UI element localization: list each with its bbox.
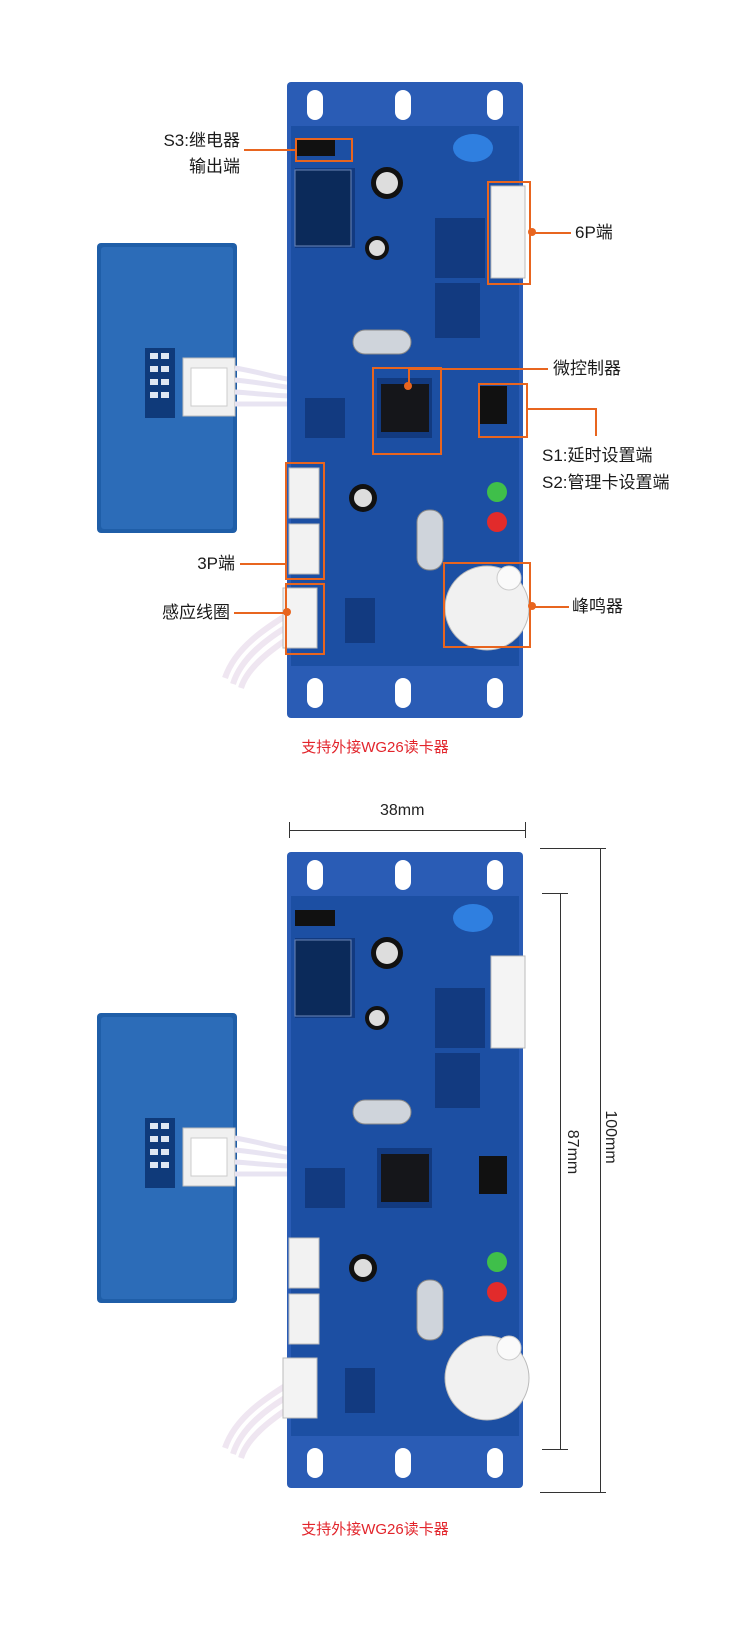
callout-3p-line (240, 563, 286, 565)
dim-width-line (289, 830, 525, 831)
callout-coil-dot (283, 608, 291, 616)
callout-s1s2-vline (595, 408, 597, 436)
bottom-figure: 38mm (0, 790, 750, 1570)
coil-highlight-box (285, 583, 325, 655)
3p-highlight-box (285, 462, 325, 580)
callout-mcu-line (408, 368, 548, 370)
6p-highlight-box (487, 181, 531, 285)
dim-inner-line (560, 893, 561, 1449)
dim-total-line (600, 848, 601, 1492)
callout-s1s2-line (528, 408, 596, 410)
callout-s1: S1:延时设置端 (542, 446, 653, 465)
s3-highlight-box (295, 138, 353, 162)
callout-6p-line (531, 232, 571, 234)
dim-total-tick-bottom (540, 1492, 606, 1493)
dim-total-label: 100mm (602, 1110, 619, 1164)
dim-inner-tick-top (542, 893, 568, 894)
dim-inner-tick-bottom (542, 1449, 568, 1450)
callout-mcu-vline (408, 368, 410, 386)
caption-top: 支持外接WG26读卡器 (301, 739, 449, 756)
callout-buzzer-line (531, 606, 569, 608)
dim-width-tick-right (525, 822, 526, 838)
dim-width-tick-left (289, 822, 290, 838)
dim-width-label: 38mm (380, 802, 425, 819)
board-photo-bottom (97, 852, 530, 1488)
callout-3p: 3P端 (197, 554, 235, 573)
dim-inner-label: 87mm (564, 1129, 581, 1175)
dim-total-tick-top (540, 848, 606, 849)
callout-s3: S3:继电器 输出端 (163, 131, 240, 176)
callout-coil-line (234, 612, 286, 614)
callout-s3-line (244, 149, 296, 151)
mcu-highlight-box (372, 367, 442, 455)
s1s2-highlight-box (478, 383, 528, 438)
buzzer-highlight-box (443, 562, 531, 648)
callout-mcu-dot (404, 382, 412, 390)
callout-buzzer-dot (528, 602, 536, 610)
callout-6p: 6P端 (575, 223, 613, 242)
callout-coil: 感应线圈 (162, 603, 230, 622)
top-figure: S3:继电器 输出端 6P端 微控制器 S1:延时设置端 S2:管理卡设置端 3… (0, 0, 750, 780)
callout-buzzer: 峰鸣器 (572, 597, 623, 616)
callout-mcu: 微控制器 (553, 359, 621, 378)
caption-bottom: 支持外接WG26读卡器 (301, 1521, 449, 1538)
board-photo-top (97, 82, 530, 718)
callout-6p-dot (528, 228, 536, 236)
callout-s2: S2:管理卡设置端 (542, 473, 670, 492)
